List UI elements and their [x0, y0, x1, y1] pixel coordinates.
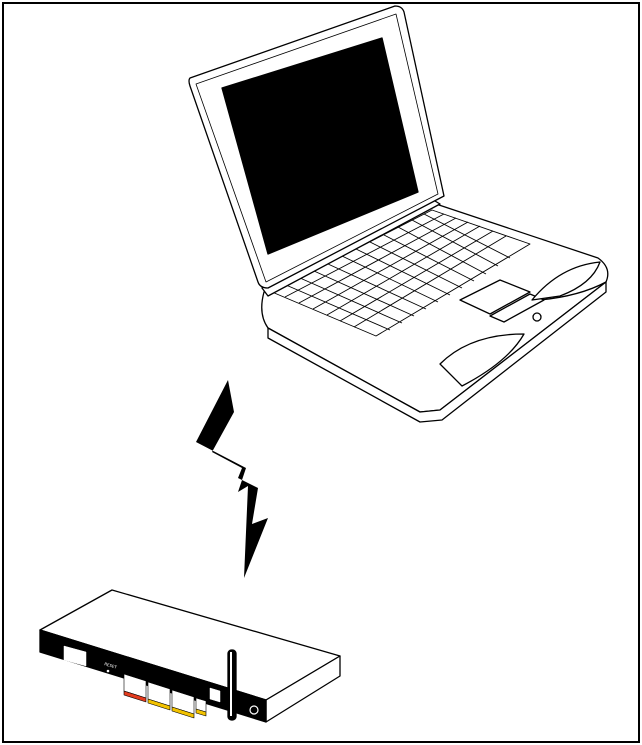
wireless-router-icon: RESET	[40, 590, 340, 722]
lightning-bolt-icon	[196, 380, 268, 578]
laptop-icon	[189, 6, 608, 422]
router-antenna	[228, 650, 236, 720]
router-reset-button	[107, 670, 110, 673]
